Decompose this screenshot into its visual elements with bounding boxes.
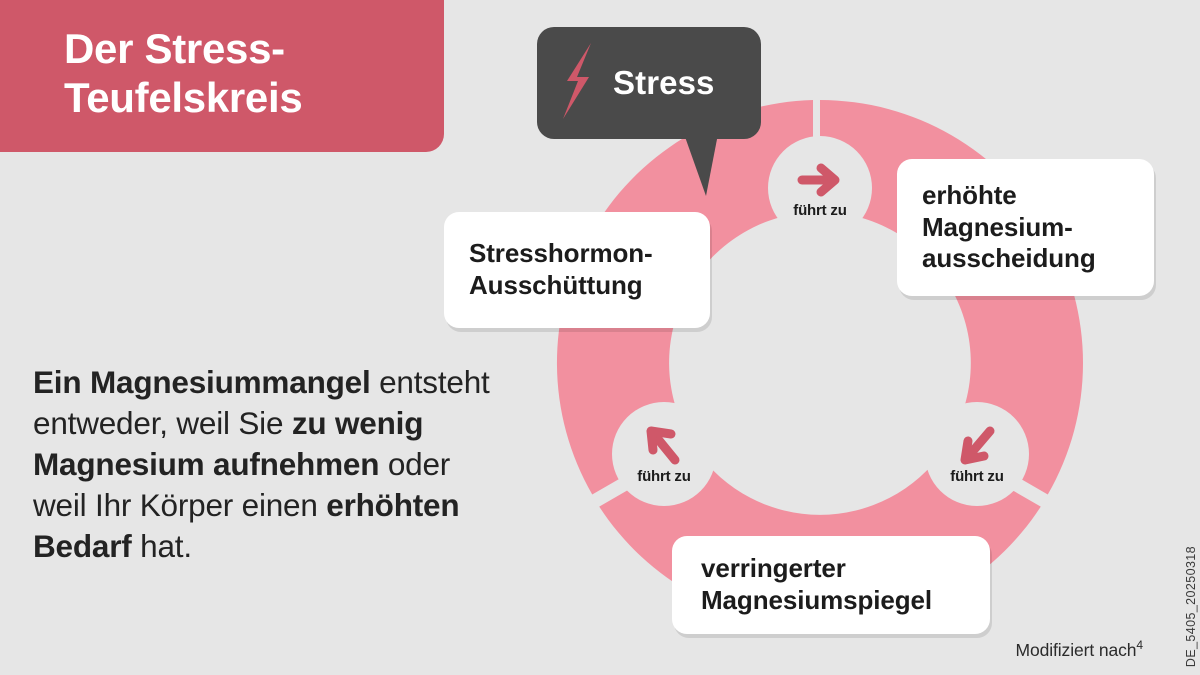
body-copy-bold-2: zu wenig Magnesium aufnehmen: [33, 404, 424, 482]
connector-label-top: führt zu: [793, 202, 847, 219]
callout-magnesium-excretion-line-2: Magnesium-: [922, 211, 1073, 242]
body-copy-plain-2: oder weil Ihr Körper einen: [33, 445, 451, 523]
page-title: Der Stress- Teufelskreis: [0, 24, 303, 128]
document-code: DE_5405_20250318: [1184, 545, 1198, 667]
callout-magnesium-level: verringerter Magnesiumspiegel: [672, 536, 990, 634]
body-copy: Ein Magnesiummangel entsteht entweder, w…: [33, 362, 503, 567]
source-note-text: Modifiziert nach: [1015, 640, 1137, 660]
callout-magnesium-level-line-2: Magnesiumspiegel: [701, 585, 933, 615]
stress-bubble-tail: [684, 134, 724, 196]
title-banner: Der Stress- Teufelskreis: [0, 0, 444, 152]
arrow-up-left-icon: [641, 424, 687, 468]
callout-stress-hormone-line-2: Ausschüttung: [469, 270, 643, 300]
stress-bubble: Stress: [537, 27, 761, 139]
body-copy-plain-1: entsteht entweder, weil Sie: [33, 364, 490, 441]
callout-magnesium-level-line-1: verringerter: [701, 553, 846, 584]
connector-circle-right: führt zu: [925, 402, 1029, 506]
callout-magnesium-excretion-line-3: ausscheidung: [922, 243, 1096, 274]
lightning-bolt-icon: [557, 41, 599, 126]
connector-label-right: führt zu: [950, 468, 1004, 485]
page-title-line-2: Teufelskreis: [64, 74, 303, 121]
body-copy-bold-3: erhöhten Bedarf: [33, 486, 460, 564]
callout-magnesium-excretion: erhöhte Magnesium- ausscheidung: [897, 159, 1154, 296]
body-copy-bold-1: Ein Magnesiummangel: [33, 364, 371, 400]
arrow-down-left-icon: [954, 424, 1000, 468]
body-copy-plain-3: hat.: [131, 527, 192, 564]
source-note: Modifiziert nach4: [1015, 638, 1143, 661]
callout-stress-hormone-line-1: Stresshormon-: [469, 238, 653, 269]
arrow-right-icon: [797, 158, 843, 202]
source-note-superscript: 4: [1136, 638, 1143, 653]
connector-circle-left: führt zu: [612, 402, 716, 506]
connector-circle-top: führt zu: [768, 136, 872, 240]
callout-stress-hormone: Stresshormon- Ausschüttung: [444, 212, 710, 328]
page-title-line-1: Der Stress-: [64, 24, 285, 72]
ring-inner-hole: [734, 277, 906, 449]
stress-bubble-label: Stress: [613, 64, 715, 101]
callout-magnesium-excretion-line-1: erhöhte: [922, 179, 1017, 210]
connector-label-left: führt zu: [637, 468, 691, 485]
